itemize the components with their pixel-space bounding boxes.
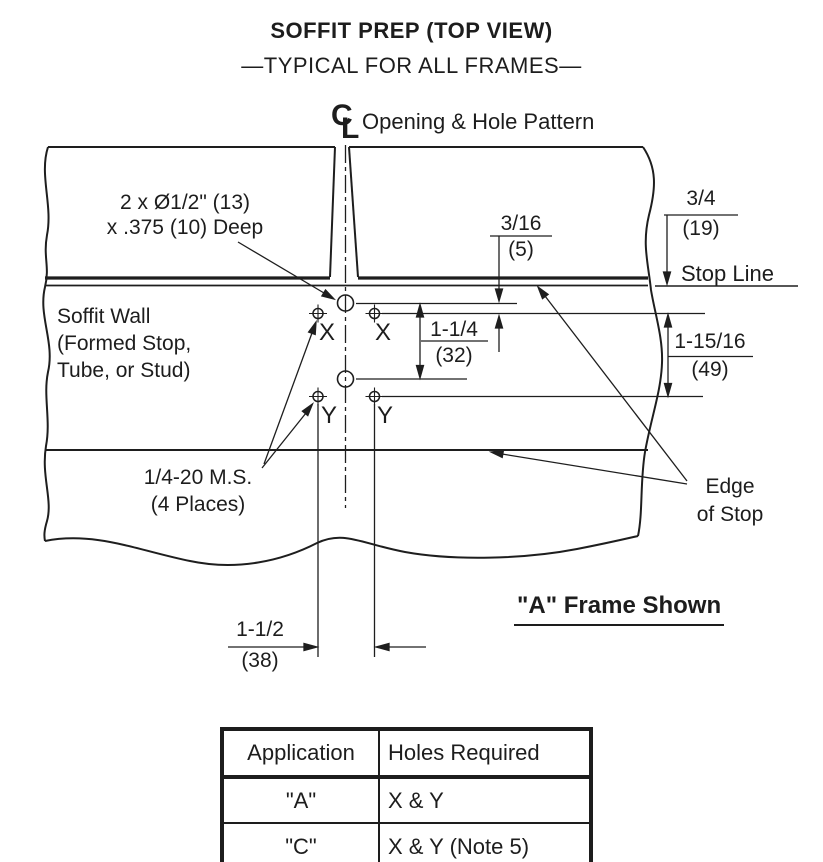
opening-hole-pattern-label: Opening & Hole Pattern <box>362 109 595 134</box>
break-lines <box>42 146 664 566</box>
counterbore-holes <box>336 294 355 388</box>
counterbore-note: 2 x Ø1/2" (13) x .375 (10) Deep <box>90 190 280 240</box>
table-header-row: Application Holes Required <box>224 731 589 779</box>
table-row-a: "A" X & Y <box>224 779 589 824</box>
stop-line-label: Stop Line <box>681 261 774 286</box>
table-header-holes-required: Holes Required <box>388 740 540 765</box>
hole-label-y-left: Y <box>320 402 337 429</box>
machine-screw-line1: 1/4-20 M.S. <box>143 466 253 489</box>
hole-label-x-right: X <box>374 319 391 346</box>
counterbore-note-line2: x .375 (10) Deep <box>106 216 264 239</box>
soffit-wall-line1: Soffit Wall <box>57 305 151 328</box>
edge-of-stop-line2: of Stop <box>696 503 764 526</box>
hole-y-right <box>365 387 384 406</box>
hole-x-right <box>365 304 384 323</box>
hole-y-left <box>309 387 327 406</box>
frame-outline <box>45 146 648 451</box>
leader-arrows <box>237 241 688 485</box>
centerline-symbol-l: L <box>341 112 360 145</box>
hole-label-x-left: X <box>318 319 335 346</box>
hole-extension-lines <box>317 302 705 657</box>
dimension-1-1-2-value: 1-1/2 <box>236 618 284 641</box>
dimension-1-15-16-mm: (49) <box>691 358 729 381</box>
page-subtitle: —TYPICAL FOR ALL FRAMES— <box>241 53 582 78</box>
centerline-symbol-c: C <box>331 99 353 132</box>
soffit-wall-line3: Tube, or Stud) <box>57 359 191 382</box>
dimension-1-1-4-mm: (32) <box>435 344 473 367</box>
dimension-3-16-value: 3/16 <box>500 212 542 235</box>
table-cell-holes-a: X & Y <box>388 787 444 813</box>
table-header-application: Application <box>224 731 380 775</box>
dimension-3-4-mm: (19) <box>682 217 720 240</box>
machine-screw-line2: (4 Places) <box>150 493 246 516</box>
counterbore-note-line1: 2 x Ø1/2" (13) <box>119 191 250 214</box>
dimension-lines <box>228 214 753 652</box>
dimension-3-4-value: 3/4 <box>686 187 716 210</box>
table-cell-holes-c: X & Y (Note 5) <box>388 834 530 859</box>
tapped-holes-x-y <box>309 304 384 406</box>
page-title: SOFFIT PREP (TOP VIEW) <box>270 18 553 43</box>
stop-lines <box>45 276 798 287</box>
table-cell-application-a: "A" <box>224 779 380 822</box>
soffit-wall-line2: (Formed Stop, <box>57 332 192 355</box>
frame-shown-label: "A" Frame Shown <box>514 592 725 627</box>
machine-screw-note: 1/4-20 M.S. (4 Places) <box>128 464 268 518</box>
table-row-c: "C" X & Y (Note 5) <box>224 824 589 862</box>
soffit-wall-note: Soffit Wall (Formed Stop, Tube, or Stud) <box>57 303 191 384</box>
dimension-1-15-16-value: 1-15/16 <box>674 330 746 353</box>
dimension-1-1-4-value: 1-1/4 <box>430 318 478 341</box>
hole-x-left <box>309 304 327 323</box>
dimension-3-16-mm: (5) <box>508 238 534 261</box>
table-cell-application-c: "C" <box>224 824 380 862</box>
edge-of-stop-line1: Edge <box>705 475 755 498</box>
hole-label-y-right: Y <box>376 402 393 429</box>
application-holes-table: Application Holes Required "A" X & Y "C"… <box>220 727 593 862</box>
edge-of-stop-label: Edge of Stop <box>683 473 777 529</box>
dimension-1-1-2-mm: (38) <box>241 649 279 672</box>
